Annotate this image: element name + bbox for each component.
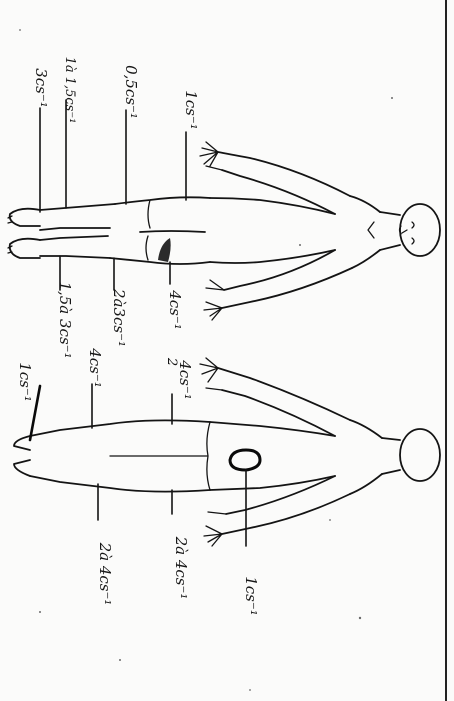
- front-leader-lines: [40, 100, 186, 290]
- front-labels: 1cs⁻¹ 0,5cs⁻¹ 1à 1,5cs⁻¹ 3cs⁻¹ 4cs⁻¹ 2à3…: [32, 57, 200, 359]
- back-body-outline: [14, 358, 440, 546]
- label-back-4cs-mid: 4cs⁻¹: [86, 347, 104, 388]
- label-back-4cs-upper: 4cs⁻¹: [176, 359, 194, 400]
- label-front-1a15cs: 1à 1,5cs⁻¹: [62, 57, 77, 124]
- label-front-4cs: 4cs⁻¹: [166, 289, 184, 330]
- label-front-2a3cs: 2à3cs⁻¹: [110, 288, 128, 347]
- label-front-3cs: 3cs⁻¹: [32, 68, 50, 108]
- label-front-05cs: 0,5cs⁻¹: [122, 65, 140, 119]
- back-labels: 2 4cs⁻¹ 4cs⁻¹ 1cs⁻¹ 2à 4cs⁻¹ 2à 4cs⁻¹ 1c…: [16, 347, 260, 616]
- label-front-15a3cs: 1,5à 3cs⁻¹: [56, 281, 74, 358]
- label-front-1cs: 1cs⁻¹: [182, 90, 200, 130]
- back-leader-lines: [30, 384, 246, 546]
- label-back-1cs-foot: 1cs⁻¹: [16, 362, 34, 402]
- label-back-2a4cs-lower: 2à 4cs⁻¹: [96, 542, 114, 606]
- label-back-1cs-lowback: 1cs⁻¹: [242, 576, 260, 616]
- scan-noise: [19, 29, 393, 691]
- label-back-2a4cs-upper: 2à 4cs⁻¹: [172, 536, 190, 600]
